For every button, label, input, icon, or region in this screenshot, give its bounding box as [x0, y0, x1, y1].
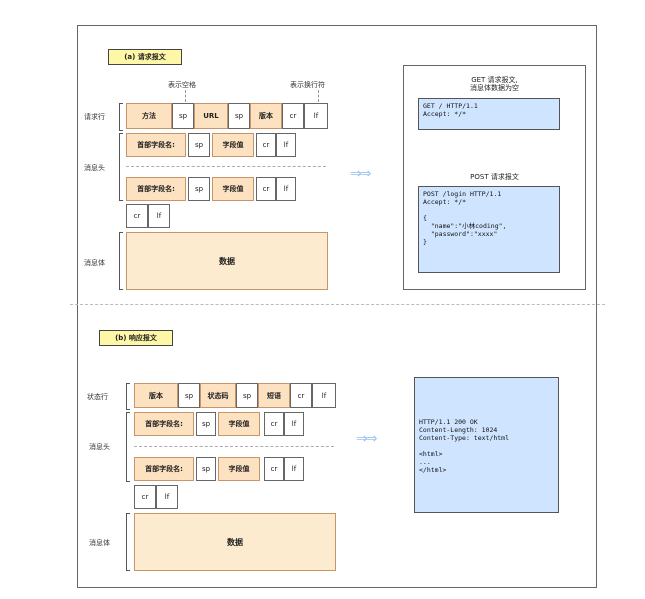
- cell-version: 版本: [250, 103, 282, 129]
- annot-newline-line: [318, 90, 319, 102]
- cell-url: URL: [194, 103, 228, 129]
- section-divider: [70, 304, 605, 305]
- request-body-box: 数据: [126, 232, 328, 290]
- cell-header-cr-1: cr: [256, 133, 276, 157]
- brace-request-body: [119, 232, 123, 290]
- cell-header-name-2: 首部字段名:: [126, 177, 186, 201]
- cell-resp-cr: cr: [290, 383, 312, 408]
- annot-space: 表示空格: [168, 81, 196, 89]
- brace-request-line: [119, 103, 123, 131]
- cell-resp-header-name-2: 首部字段名:: [134, 457, 194, 481]
- annot-space-line: [185, 90, 186, 102]
- cell-status-code: 状态码: [200, 383, 236, 408]
- post-code-box: POST /login HTTP/1.1 Accept: */* { "name…: [418, 186, 560, 273]
- header-dash-1: [126, 166, 326, 167]
- label-request-header: 消息头: [84, 164, 105, 172]
- cell-end-cr: cr: [126, 204, 148, 228]
- cell-resp-sp-1: sp: [178, 383, 200, 408]
- cell-lf: lf: [304, 103, 328, 129]
- request-tag: (a) 请求报文: [108, 49, 182, 65]
- label-request-body: 消息体: [84, 259, 105, 267]
- cell-resp-version: 版本: [134, 383, 178, 408]
- get-caption-2: 消息体数据为空: [470, 84, 519, 92]
- annot-newline: 表示换行符: [290, 81, 325, 89]
- cell-header-name-1: 首部字段名:: [126, 133, 186, 157]
- cell-sp-2: sp: [228, 103, 250, 129]
- get-caption: GET 请求报文, 消息体数据为空: [403, 76, 586, 92]
- cell-header-lf-2: lf: [276, 177, 296, 201]
- label-response-body: 消息体: [89, 539, 110, 547]
- cell-header-lf-1: lf: [276, 133, 296, 157]
- cell-resp-header-lf-1: lf: [284, 412, 304, 436]
- cell-header-cr-2: cr: [256, 177, 276, 201]
- cell-resp-header-cr-2: cr: [264, 457, 284, 481]
- response-tag: (b) 响应报文: [99, 330, 173, 346]
- cell-resp-header-cr-1: cr: [264, 412, 284, 436]
- cell-end-lf: lf: [148, 204, 170, 228]
- cell-header-sp-1: sp: [188, 133, 210, 157]
- brace-request-header: [119, 133, 123, 201]
- cell-resp-lf: lf: [312, 383, 336, 408]
- response-arrow-icon: ⇒⇒: [356, 431, 378, 447]
- cell-header-value-2: 字段值: [212, 177, 254, 201]
- label-status-line: 状态行: [87, 393, 108, 401]
- request-arrow-icon: ⇒⇒: [350, 166, 372, 182]
- post-caption: POST 请求报文: [470, 173, 519, 181]
- cell-resp-header-sp-2: sp: [196, 457, 216, 481]
- brace-response-body: [126, 513, 130, 571]
- brace-response-header: [126, 412, 130, 482]
- cell-resp-header-value-1: 字段值: [218, 412, 260, 436]
- label-request-line: 请求行: [84, 113, 105, 121]
- cell-resp-end-lf: lf: [156, 485, 178, 509]
- cell-resp-header-value-2: 字段值: [218, 457, 260, 481]
- cell-method: 方法: [126, 103, 172, 129]
- diagram-frame: [77, 25, 597, 588]
- cell-header-value-1: 字段值: [212, 133, 254, 157]
- cell-resp-header-lf-2: lf: [284, 457, 304, 481]
- response-code-box: HTTP/1.1 200 OK Content-Length: 1024 Con…: [414, 377, 559, 513]
- get-code-box: GET / HTTP/1.1 Accept: */*: [418, 98, 560, 130]
- cell-phrase: 短语: [258, 383, 290, 408]
- get-caption-1: GET 请求报文,: [471, 76, 518, 84]
- cell-resp-header-sp-1: sp: [196, 412, 216, 436]
- cell-resp-header-name-1: 首部字段名:: [134, 412, 194, 436]
- cell-resp-end-cr: cr: [134, 485, 156, 509]
- cell-sp-1: sp: [172, 103, 194, 129]
- cell-header-sp-2: sp: [188, 177, 210, 201]
- response-body-box: 数据: [134, 513, 336, 571]
- cell-cr: cr: [282, 103, 304, 129]
- cell-resp-sp-2: sp: [236, 383, 258, 408]
- label-response-header: 消息头: [89, 443, 110, 451]
- brace-status-line: [126, 383, 130, 410]
- resp-header-dash-1: [134, 446, 334, 447]
